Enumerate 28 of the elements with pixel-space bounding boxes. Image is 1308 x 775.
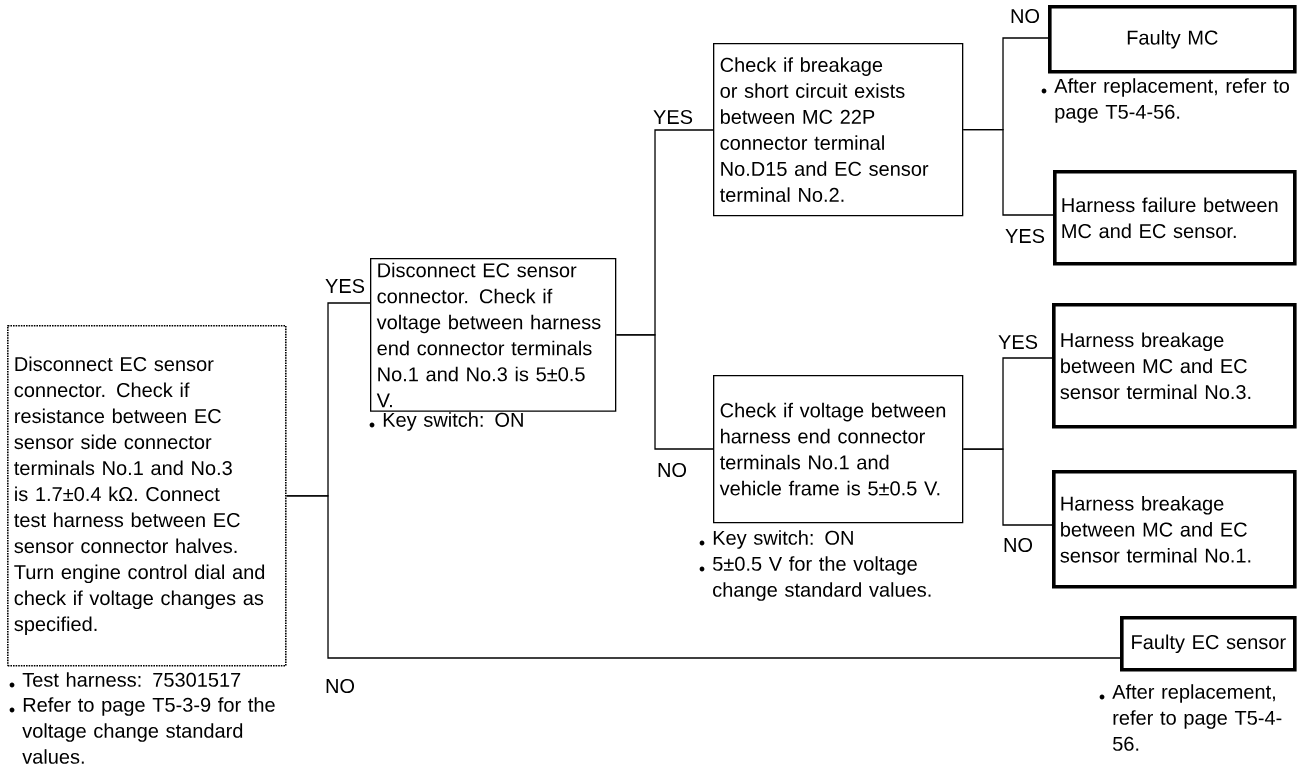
edge-label: YES xyxy=(997,333,1039,351)
result-box: Harness breakage between MC and EC sensor terminal No.3. xyxy=(1052,303,1297,429)
result-box: Faulty MC xyxy=(1048,5,1297,74)
connector-line xyxy=(285,495,1121,659)
note-item: 5±0.5 V for the voltage change standard values. xyxy=(713,556,931,601)
edge-label: YES xyxy=(1004,227,1046,245)
process-box: Disconnect EC sensor connector. Check if voltage between harness end connector terminals No.1 and No.3 is 5±0.5 V. xyxy=(370,258,617,412)
edge-label: NO xyxy=(324,677,356,695)
process-box: Check if voltage between harness end connector terminals No.1 and vehicle frame is 5±0.5 V. xyxy=(713,375,964,524)
check-box: Disconnect EC sensor connector. Check if resistance between EC sensor side connector terminals No.1 and No.3 is 1.7±0.4 kΩ. Connect test harness between EC sensor connector halves. Turn engine control dial and check if voltage changes as specified. xyxy=(7,325,287,667)
note-item: After replacement, refer to page T5-4-56. xyxy=(1112,684,1282,751)
connector-line xyxy=(615,334,714,450)
edge-label: NO xyxy=(656,461,688,479)
edge-label: NO xyxy=(1002,536,1034,554)
result-box: Harness breakage between MC and EC sensor terminal No.1. xyxy=(1052,470,1297,589)
edge-label: NO xyxy=(1009,7,1041,25)
result-box: Faulty EC sensor xyxy=(1120,616,1297,672)
result-box: Harness failure between MC and EC sensor. xyxy=(1053,170,1297,266)
note-item: Key switch: ON xyxy=(713,530,853,549)
edge-label: YES xyxy=(652,108,694,126)
note-item: Key switch: ON xyxy=(383,412,523,431)
connector-line xyxy=(962,448,1053,526)
note-item: After replacement, refer to page T5-4-56. xyxy=(1054,78,1289,123)
connector-line xyxy=(962,129,1054,216)
note-item: Refer to page T5-3-9 for the voltage change standard values. xyxy=(22,697,275,764)
note-item: Test harness: 75301517 xyxy=(22,672,241,687)
edge-label: YES xyxy=(324,277,366,295)
process-box: Check if breakage or short circuit exists between MC 22P connector terminal No.D15 and EC sensor terminal No.2. xyxy=(713,43,964,217)
